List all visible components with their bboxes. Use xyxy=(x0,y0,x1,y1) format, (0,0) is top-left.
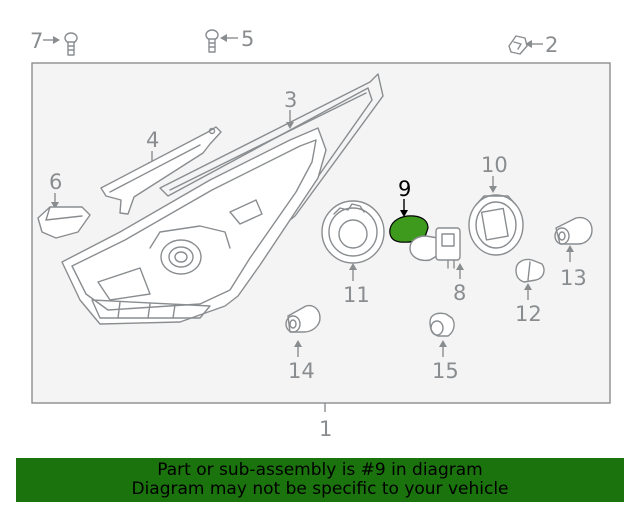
callout-12: 12 xyxy=(515,302,542,326)
callout-11: 11 xyxy=(343,283,370,307)
part-6-cap xyxy=(37,206,91,239)
part-12-small-bulb xyxy=(515,258,545,283)
part-8-bulb xyxy=(409,227,461,269)
callout-2: 2 xyxy=(545,33,558,57)
part-14-socket xyxy=(285,304,321,333)
part-1-headlamp-housing xyxy=(61,127,327,325)
part-11-cover xyxy=(321,200,385,264)
banner-line-2: Diagram may not be specific to your vehi… xyxy=(131,479,509,499)
callout-10: 10 xyxy=(481,153,508,177)
parts-diagram: 7 5 2 3 4 6 9 10 11 8 13 12 14 15 1 xyxy=(30,27,611,441)
part-7-bolt xyxy=(64,32,78,56)
part-13-socket xyxy=(554,216,593,245)
callout-15: 15 xyxy=(432,359,459,383)
banner-line-1: Part or sub-assembly is #9 in diagram xyxy=(157,460,483,480)
callout-13: 13 xyxy=(560,266,587,290)
part-2-clip xyxy=(508,35,528,55)
callout-4: 4 xyxy=(146,128,159,152)
part-9-bulb-highlighted xyxy=(389,215,429,243)
callout-14: 14 xyxy=(288,359,315,383)
part-5-screw xyxy=(205,29,219,53)
callout-5: 5 xyxy=(241,27,254,51)
part-10-socket-cover xyxy=(468,194,524,256)
callout-1: 1 xyxy=(319,417,332,441)
callout-3: 3 xyxy=(284,88,297,112)
callout-6: 6 xyxy=(49,170,62,194)
callout-8: 8 xyxy=(453,281,466,305)
part-4-bracket xyxy=(100,126,222,215)
part-15-socket xyxy=(429,312,455,337)
part-notice-banner: Part or sub-assembly is #9 in diagram Di… xyxy=(16,458,624,502)
callout-9: 9 xyxy=(398,177,411,201)
callout-7: 7 xyxy=(30,29,43,53)
